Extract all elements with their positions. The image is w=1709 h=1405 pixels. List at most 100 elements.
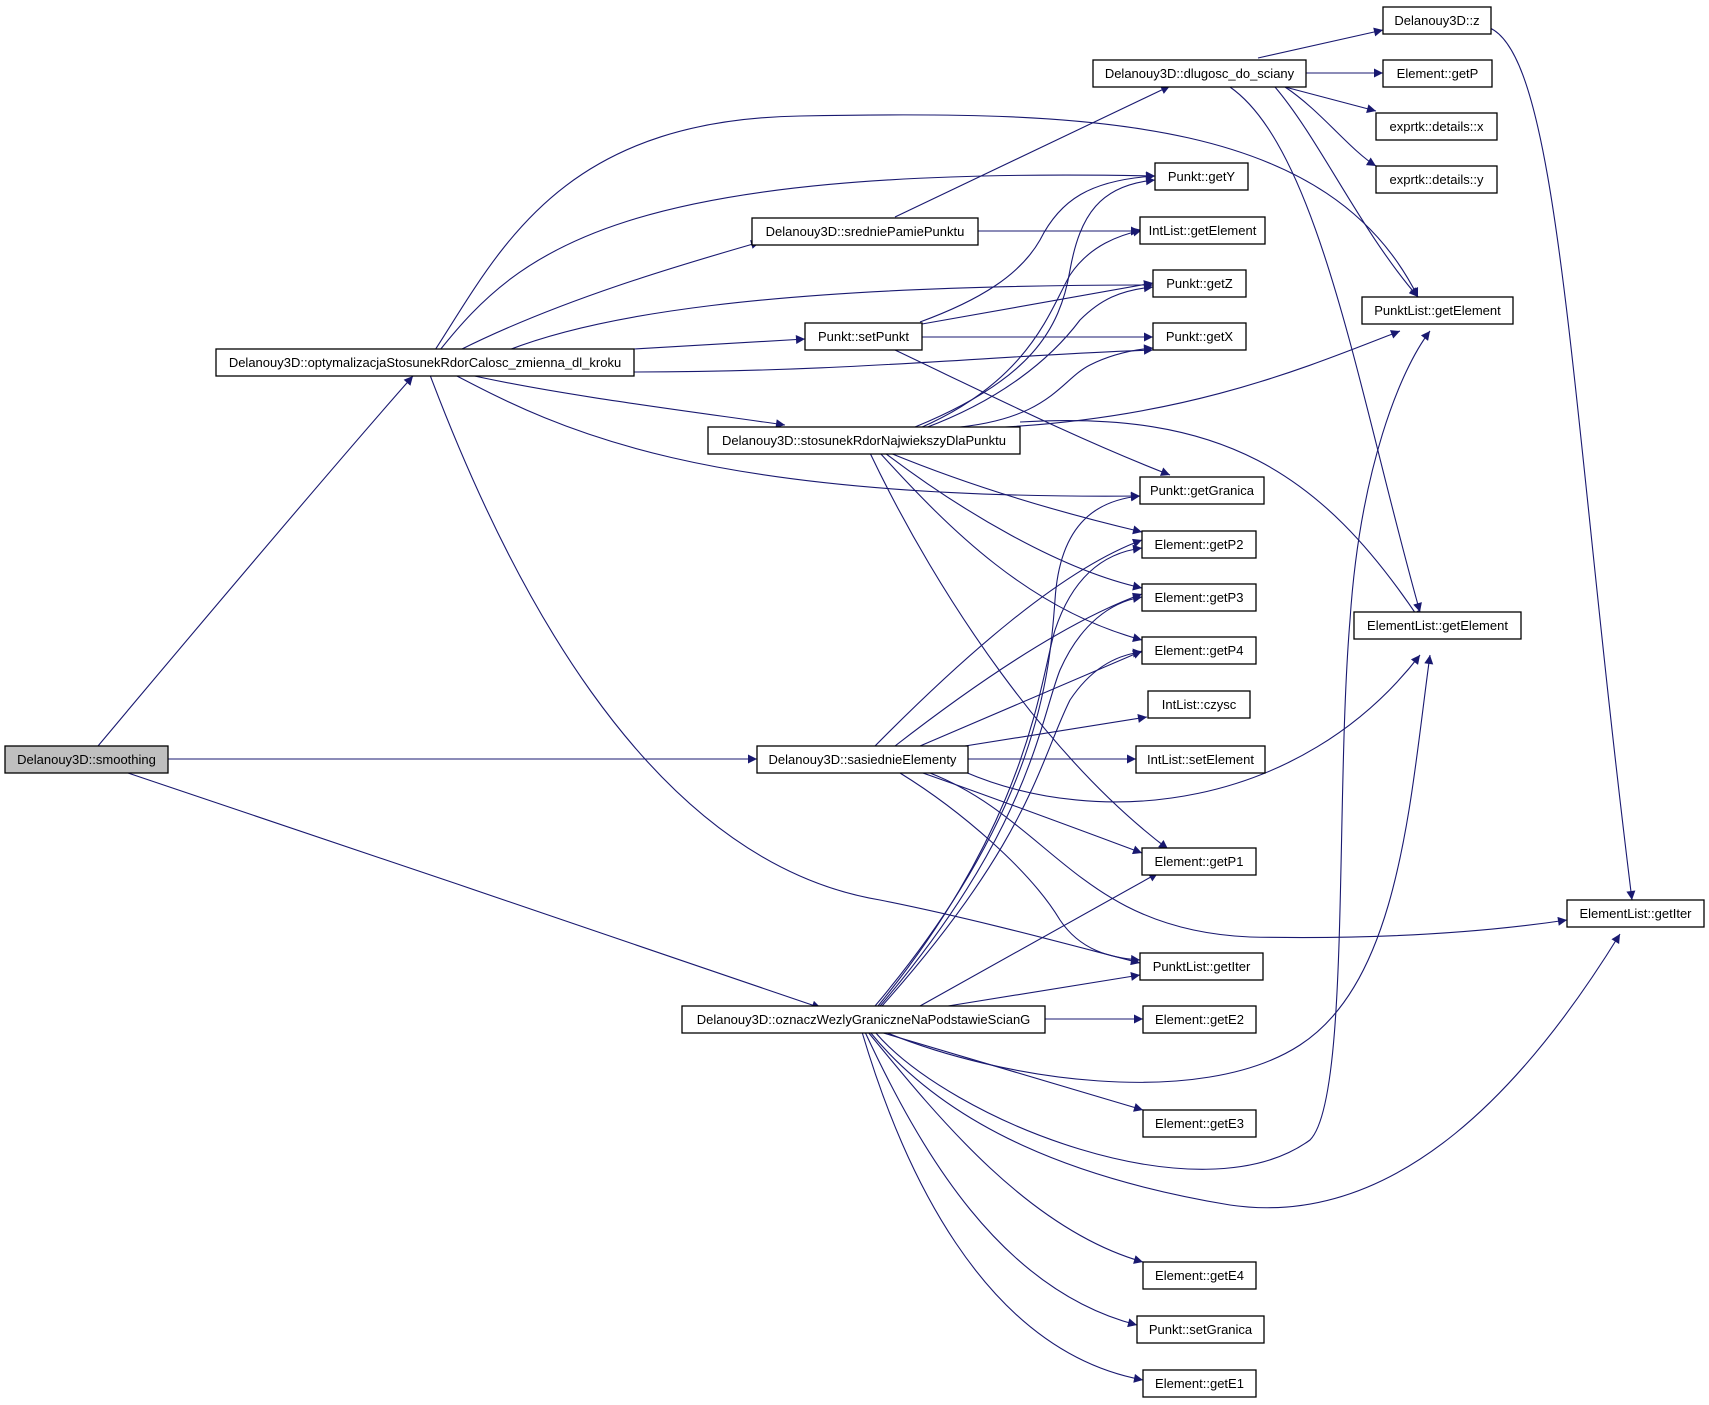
node-getZ[interactable]: Punkt::getZ bbox=[1152, 269, 1247, 298]
edge-optym-to-getY bbox=[439, 171, 1156, 351]
edge-sasiednie-to-punktGetIter bbox=[899, 772, 1141, 964]
node-getP3[interactable]: Element::getP3 bbox=[1141, 583, 1257, 612]
svg-text:Element::getP: Element::getP bbox=[1397, 66, 1479, 81]
node-setElement[interactable]: IntList::setElement bbox=[1135, 745, 1266, 774]
svg-text:Element::getP1: Element::getP1 bbox=[1155, 854, 1244, 869]
node-punktGetIter[interactable]: PunktList::getIter bbox=[1139, 952, 1264, 981]
edge-optym-to-stosunek bbox=[469, 374, 786, 429]
node-getX[interactable]: Punkt::getX bbox=[1152, 322, 1247, 351]
edge-stosunek-to-elemGetElement bbox=[1019, 419, 1421, 621]
svg-text:Punkt::getX: Punkt::getX bbox=[1166, 329, 1234, 344]
edge-sasiednie-to-elemGetElement bbox=[964, 654, 1421, 803]
node-czysc[interactable]: IntList::czysc bbox=[1147, 690, 1251, 719]
edge-dlugosc-to-z bbox=[1257, 27, 1384, 59]
node-smoothing[interactable]: Delanouy3D::smoothing bbox=[4, 745, 169, 774]
svg-text:Delanouy3D::smoothing: Delanouy3D::smoothing bbox=[17, 752, 156, 767]
node-setGranica[interactable]: Punkt::setGranica bbox=[1136, 1315, 1265, 1344]
node-detailsY[interactable]: exprtk::details::y bbox=[1375, 165, 1498, 194]
svg-text:Element::getP2: Element::getP2 bbox=[1155, 537, 1244, 552]
edge-sasiednie-to-getP1 bbox=[919, 771, 1143, 855]
edge-oznacz-to-getGranica bbox=[874, 492, 1141, 1007]
node-setPunkt[interactable]: Punkt::setPunkt bbox=[804, 322, 923, 351]
edge-stosunek-to-getP3 bbox=[884, 452, 1143, 591]
svg-text:Punkt::setPunkt: Punkt::setPunkt bbox=[818, 329, 909, 344]
svg-text:ElementList::getIter: ElementList::getIter bbox=[1580, 906, 1693, 921]
node-getY[interactable]: Punkt::getY bbox=[1154, 162, 1249, 191]
node-getE3[interactable]: Element::getE3 bbox=[1142, 1109, 1257, 1138]
edge-oznacz-to-elemGetIter bbox=[869, 933, 1621, 1209]
node-oznacz[interactable]: Delanouy3D::oznaczWezlyGraniczneNaPodsta… bbox=[681, 1005, 1046, 1034]
edge-sasiednie-to-getP4 bbox=[919, 650, 1143, 747]
edge-z-to-elemGetIter bbox=[1489, 27, 1636, 901]
node-sasiednie[interactable]: Delanouy3D::sasiednieElementy bbox=[756, 745, 969, 774]
svg-text:IntList::czysc: IntList::czysc bbox=[1162, 697, 1237, 712]
edge-smoothing-to-oznacz bbox=[127, 772, 822, 1010]
svg-text:Delanouy3D::z: Delanouy3D::z bbox=[1394, 13, 1479, 28]
edge-optym-to-punktGetIter bbox=[429, 374, 1141, 966]
edge-oznacz-to-getP2 bbox=[877, 544, 1143, 1007]
svg-text:exprtk::details::x: exprtk::details::x bbox=[1390, 119, 1484, 134]
edge-sasiednie-to-getP3 bbox=[894, 592, 1143, 747]
node-punktGetElement[interactable]: PunktList::getElement bbox=[1361, 296, 1514, 325]
node-intGetElement[interactable]: IntList::getElement bbox=[1139, 216, 1266, 245]
node-dlugosc[interactable]: Delanouy3D::dlugosc_do_sciany bbox=[1092, 59, 1307, 88]
node-getE2[interactable]: Element::getE2 bbox=[1142, 1005, 1257, 1034]
svg-text:Element::getE1: Element::getE1 bbox=[1155, 1376, 1244, 1391]
edge-dlugosc-to-detailsX bbox=[1284, 86, 1377, 114]
edge-stosunek-to-intGetElement bbox=[919, 227, 1143, 429]
edge-dlugosc-to-elemGetElement bbox=[1229, 86, 1422, 613]
edge-oznacz-to-punktGetIter bbox=[947, 971, 1141, 1007]
node-srednie[interactable]: Delanouy3D::sredniePamiePunktu bbox=[751, 217, 979, 246]
svg-text:Element::getE3: Element::getE3 bbox=[1155, 1116, 1244, 1131]
edge-oznacz-to-getP4 bbox=[881, 648, 1143, 1007]
edge-srednie-to-dlugosc bbox=[894, 85, 1171, 218]
svg-text:IntList::setElement: IntList::setElement bbox=[1147, 752, 1254, 767]
edge-sasiednie-to-elemGetIter bbox=[929, 772, 1568, 939]
node-getP1[interactable]: Element::getP1 bbox=[1141, 847, 1257, 876]
svg-text:Punkt::getY: Punkt::getY bbox=[1168, 169, 1236, 184]
edge-optym-to-srednie bbox=[459, 240, 761, 351]
node-getP2[interactable]: Element::getP2 bbox=[1141, 530, 1257, 559]
svg-text:Element::getE2: Element::getE2 bbox=[1155, 1012, 1244, 1027]
edge-oznacz-to-punktGetElement bbox=[874, 330, 1431, 1170]
edge-oznacz-to-getE1 bbox=[861, 1031, 1144, 1383]
edge-oznacz-to-getP3 bbox=[879, 593, 1143, 1007]
node-optym[interactable]: Delanouy3D::optymalizacjaStosunekRdorCal… bbox=[215, 348, 635, 377]
svg-text:Delanouy3D::stosunekRdorNajwie: Delanouy3D::stosunekRdorNajwiekszyDlaPun… bbox=[722, 433, 1006, 448]
node-detailsX[interactable]: exprtk::details::x bbox=[1375, 112, 1498, 141]
svg-text:IntList::getElement: IntList::getElement bbox=[1149, 223, 1257, 238]
svg-text:PunktList::getElement: PunktList::getElement bbox=[1374, 303, 1501, 318]
edge-stosunek-to-getY bbox=[914, 176, 1156, 428]
edge-setPunkt-to-getY bbox=[919, 172, 1156, 323]
edge-optym-to-getGranica bbox=[454, 374, 1141, 501]
node-z[interactable]: Delanouy3D::z bbox=[1382, 6, 1492, 35]
svg-text:Element::getP3: Element::getP3 bbox=[1155, 590, 1244, 605]
svg-text:Delanouy3D::dlugosc_do_sciany: Delanouy3D::dlugosc_do_sciany bbox=[1105, 66, 1295, 81]
edge-setPunkt-to-getZ bbox=[921, 280, 1154, 325]
edge-smoothing-to-optym bbox=[97, 375, 414, 747]
svg-text:Element::getE4: Element::getE4 bbox=[1155, 1268, 1244, 1283]
node-getP[interactable]: Element::getP bbox=[1382, 59, 1493, 88]
edge-stosunek-to-getP1 bbox=[869, 452, 1169, 850]
edge-oznacz-to-getP1 bbox=[919, 872, 1159, 1007]
node-stosunek[interactable]: Delanouy3D::stosunekRdorNajwiekszyDlaPun… bbox=[707, 426, 1021, 455]
edge-stosunek-to-getZ bbox=[924, 283, 1154, 429]
node-getE1[interactable]: Element::getE1 bbox=[1142, 1369, 1257, 1398]
edge-optym-to-setPunkt bbox=[633, 335, 806, 350]
node-elemGetElement[interactable]: ElementList::getElement bbox=[1353, 611, 1522, 640]
svg-text:Delanouy3D::sasiednieElementy: Delanouy3D::sasiednieElementy bbox=[769, 752, 957, 767]
svg-text:Delanouy3D::sredniePamiePunktu: Delanouy3D::sredniePamiePunktu bbox=[766, 224, 965, 239]
svg-text:Punkt::getZ: Punkt::getZ bbox=[1166, 276, 1233, 291]
nodes: Delanouy3D::smoothing Delanouy3D::optyma… bbox=[4, 6, 1705, 1398]
node-getP4[interactable]: Element::getP4 bbox=[1141, 636, 1257, 665]
edge-stosunek-to-getP4 bbox=[879, 452, 1143, 643]
node-getE4[interactable]: Element::getE4 bbox=[1142, 1261, 1257, 1290]
svg-text:ElementList::getElement: ElementList::getElement bbox=[1367, 618, 1508, 633]
edge-stosunek-to-getX bbox=[949, 344, 1154, 429]
edge-stosunek-to-getP2 bbox=[889, 452, 1143, 535]
node-elemGetIter[interactable]: ElementList::getIter bbox=[1566, 899, 1705, 928]
edge-stosunek-to-punktGetElement bbox=[984, 330, 1401, 429]
node-getGranica[interactable]: Punkt::getGranica bbox=[1139, 476, 1265, 505]
svg-text:Delanouy3D::oznaczWezlyGranicz: Delanouy3D::oznaczWezlyGraniczneNaPodsta… bbox=[697, 1012, 1031, 1027]
